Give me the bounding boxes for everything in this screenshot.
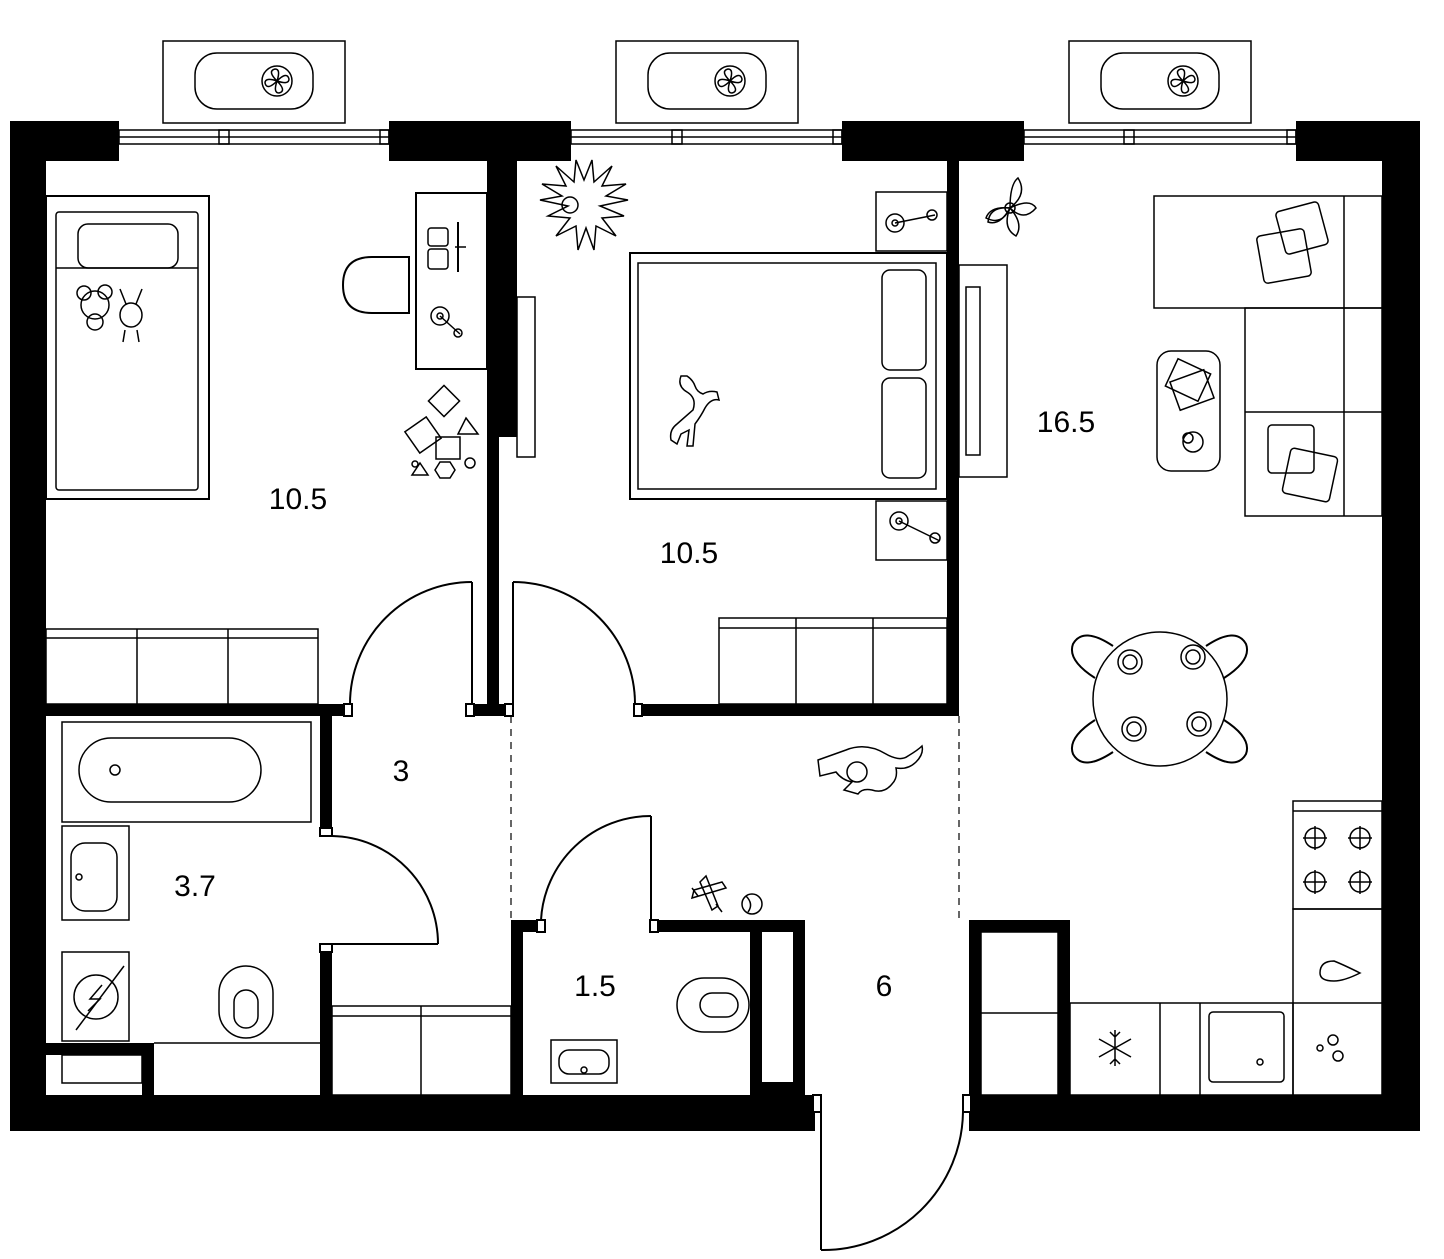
bed-icon bbox=[629, 252, 948, 500]
toy-blocks-icon bbox=[403, 384, 480, 479]
coffee-table bbox=[1156, 350, 1221, 472]
nightstand-top bbox=[875, 191, 948, 252]
lamp-icon bbox=[430, 306, 463, 338]
cat-icon bbox=[669, 375, 721, 447]
wardrobe-icon bbox=[718, 617, 948, 705]
ac-unit-middle bbox=[615, 40, 799, 124]
washing-machine-icon bbox=[61, 951, 130, 1042]
sink-icon bbox=[61, 825, 130, 921]
bathtub-icon bbox=[61, 721, 312, 823]
chair-icon bbox=[341, 256, 410, 314]
dog-icon bbox=[817, 744, 924, 795]
plant-icon bbox=[985, 176, 1037, 237]
area-label-toilet: 1.5 bbox=[574, 970, 616, 1003]
toy-bunny-icon bbox=[76, 284, 143, 343]
window-right bbox=[1023, 129, 1297, 145]
door-kids-bedroom[interactable] bbox=[343, 581, 475, 717]
toilet-icon bbox=[61, 965, 320, 1084]
door-main-bedroom[interactable] bbox=[504, 581, 643, 717]
desk bbox=[415, 192, 488, 370]
plant-icon bbox=[539, 159, 629, 251]
nightstand-bottom bbox=[875, 500, 948, 561]
exterior-walls bbox=[10, 121, 1420, 1131]
area-label-hallway: 6 bbox=[876, 970, 893, 1003]
door-toilet[interactable] bbox=[536, 814, 659, 933]
kitchen-counter bbox=[980, 908, 1383, 1096]
door-entrance[interactable] bbox=[812, 1094, 972, 1252]
fan-icon bbox=[1167, 65, 1199, 97]
tv-panel bbox=[516, 296, 536, 458]
table-icon bbox=[1071, 631, 1248, 767]
area-label-bedroom-main: 10.5 bbox=[660, 537, 718, 570]
stove-icon bbox=[1292, 800, 1383, 910]
wardrobe-icon bbox=[45, 628, 319, 705]
door-bathroom[interactable] bbox=[319, 827, 439, 953]
sofa-icon bbox=[1153, 195, 1383, 517]
pillow-icon bbox=[1256, 201, 1339, 503]
ball-icon bbox=[741, 893, 763, 915]
area-label-bathroom: 3.7 bbox=[174, 870, 216, 903]
snowflake-icon bbox=[1098, 1030, 1132, 1066]
ac-unit-left bbox=[162, 40, 346, 124]
toy-plane-icon bbox=[690, 874, 728, 913]
window-middle bbox=[570, 129, 843, 145]
toilet-icon bbox=[676, 977, 750, 1033]
dishwasher-icon bbox=[1316, 1034, 1344, 1062]
ac-unit-right bbox=[1068, 40, 1252, 124]
area-label-living-kitchen: 16.5 bbox=[1037, 406, 1095, 439]
bed-icon bbox=[45, 195, 210, 500]
sink-icon bbox=[550, 1039, 618, 1084]
fan-icon bbox=[714, 65, 746, 97]
area-label-bedroom-kids: 10.5 bbox=[269, 483, 327, 516]
tv-panel bbox=[958, 264, 1008, 478]
window-left bbox=[118, 129, 390, 145]
area-label-corridor: 3 bbox=[393, 755, 410, 788]
interior-walls bbox=[46, 161, 1070, 1095]
shoe-cabinet bbox=[331, 1005, 512, 1096]
fan-icon bbox=[261, 65, 293, 97]
sink-icon bbox=[1208, 1011, 1285, 1083]
